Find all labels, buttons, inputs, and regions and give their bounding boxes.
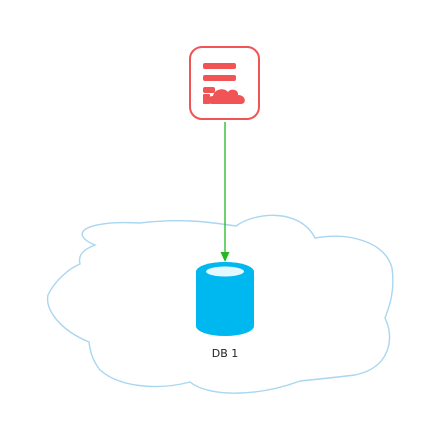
db1-label: DB 1 [212,347,239,360]
database-icon[interactable] [196,262,254,336]
arrow-head [220,252,230,262]
edge-server-to-db1 [220,122,230,262]
server-cloud-icon[interactable] [189,46,260,120]
